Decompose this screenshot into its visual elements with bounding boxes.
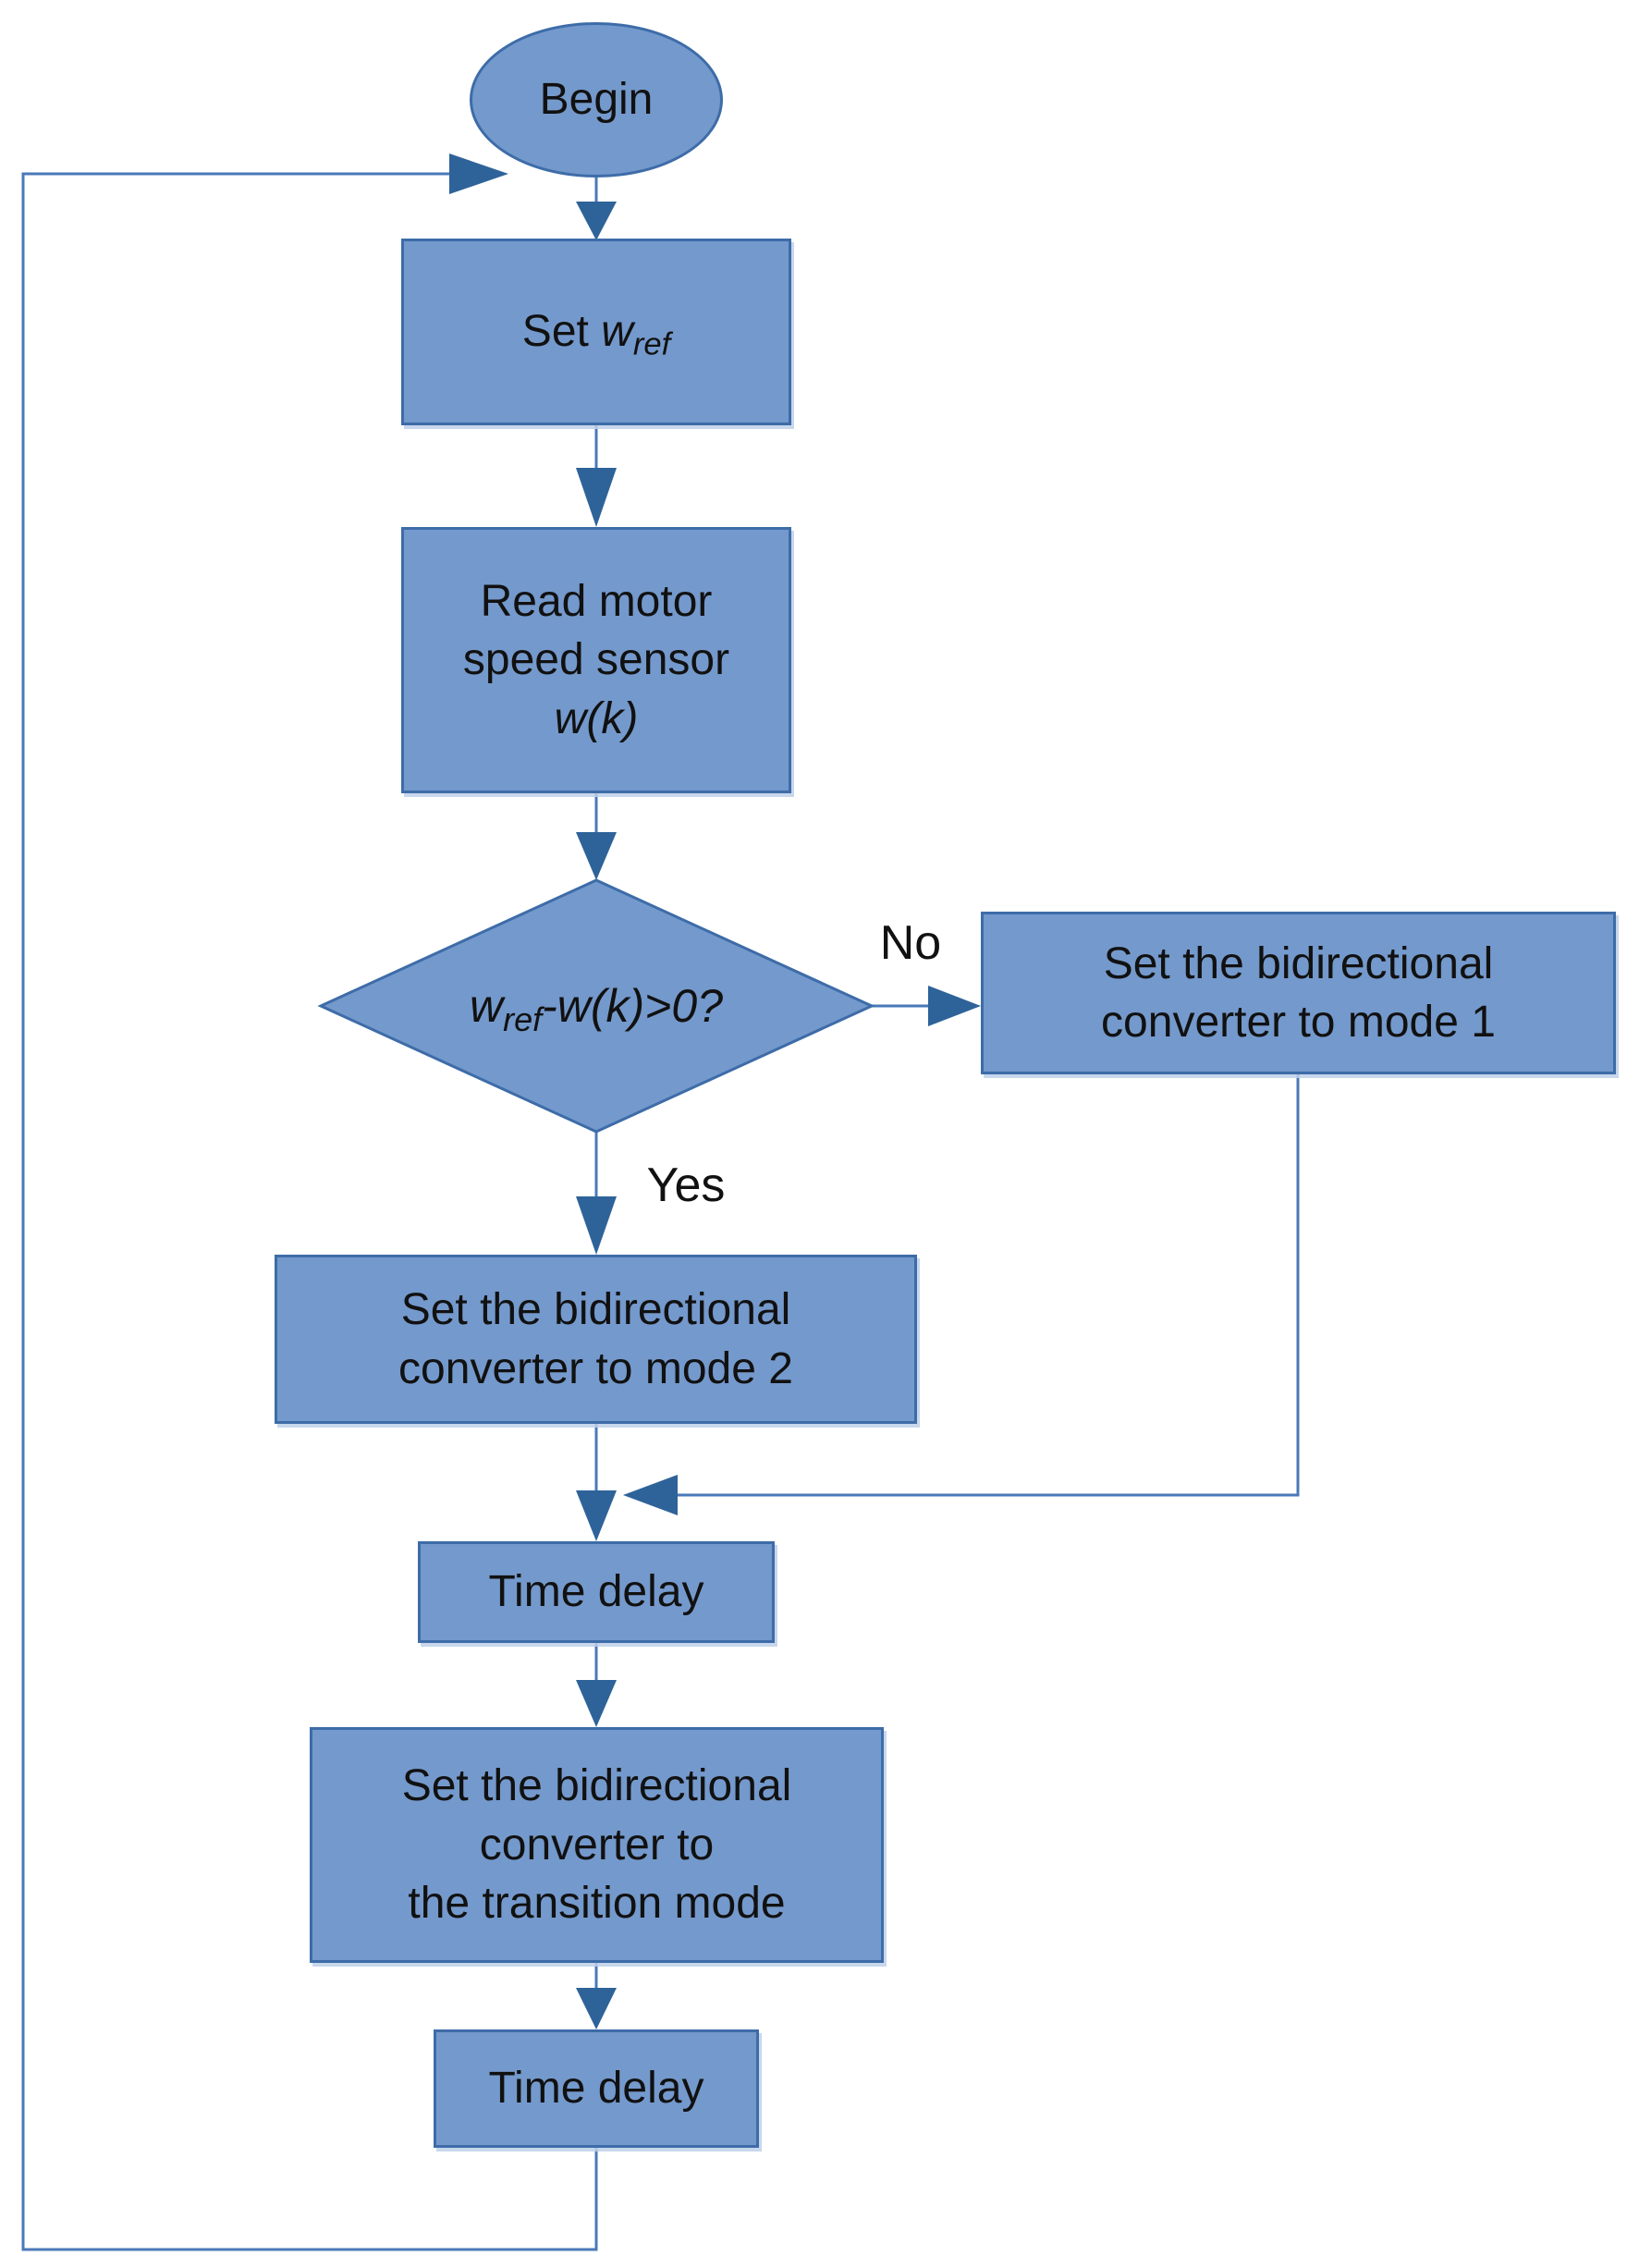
node-mode2: Set the bidirectional converter to mode … — [275, 1255, 917, 1424]
node-begin-label: Begin — [539, 75, 654, 125]
read-sensor-math: w(k) — [554, 693, 639, 743]
node-decision-label: wref-w(k)>0? — [321, 880, 872, 1132]
node-transition-mode: Set the bidirectional converter to the t… — [310, 1727, 884, 1963]
connector-mode1-merge — [678, 1074, 1300, 1497]
edge-label-no: No — [879, 916, 942, 970]
arrowhead-loopback-icon — [449, 153, 508, 194]
node-read-sensor: Read motor speed sensor w(k) — [401, 527, 791, 793]
decision-rest: -w(k)>0? — [542, 980, 723, 1032]
node-mode1: Set the bidirectional converter to mode … — [981, 912, 1616, 1074]
arrowhead-transition-delay2-icon — [576, 1988, 617, 2029]
arrowhead-readsensor-decision-icon — [576, 832, 617, 880]
mode1-line1: Set the bidirectional — [1103, 938, 1494, 988]
node-set-wref-label: Set wref — [522, 302, 670, 361]
node-begin: Begin — [470, 22, 723, 178]
transition-line3: the transition mode — [408, 1879, 786, 1929]
mode1-line2: converter to mode 1 — [1101, 998, 1496, 1047]
set-wref-sub: ref — [632, 326, 671, 362]
arrowhead-delay1-transition-icon — [576, 1680, 617, 1727]
node-time-delay-1: Time delay — [418, 1541, 775, 1643]
set-wref-var: w — [601, 307, 633, 357]
arrowhead-decision-mode1-icon — [928, 986, 981, 1026]
mode2-line1: Set the bidirectional — [400, 1285, 791, 1335]
node-set-wref: Set wref — [401, 239, 791, 425]
set-wref-prefix: Set — [521, 307, 602, 357]
time-delay-2-label: Time delay — [488, 2064, 704, 2114]
connector-loopback — [21, 172, 598, 2251]
edge-label-yes: Yes — [646, 1159, 726, 1212]
arrowhead-decision-mode2-icon — [576, 1196, 617, 1255]
arrowhead-mode1-merge-icon — [623, 1475, 678, 1515]
mode2-line2: converter to mode 2 — [398, 1343, 793, 1393]
decision-diamond — [317, 878, 875, 1134]
transition-line2: converter to — [479, 1820, 715, 1870]
node-time-delay-2: Time delay — [434, 2029, 759, 2148]
time-delay-1-label: Time delay — [488, 1567, 704, 1617]
transition-line1: Set the bidirectional — [401, 1761, 792, 1811]
decision-expression: wref-w(k)>0? — [470, 979, 723, 1036]
read-sensor-line2: speed sensor — [462, 635, 730, 685]
decision-var: w — [470, 980, 504, 1032]
arrowhead-setwref-readsensor-icon — [576, 468, 617, 527]
decision-sub: ref — [503, 1000, 543, 1039]
arrowhead-begin-setwref-icon — [576, 202, 617, 240]
arrowhead-mode2-delay1-icon — [576, 1490, 617, 1541]
read-sensor-line1: Read motor — [480, 576, 713, 626]
